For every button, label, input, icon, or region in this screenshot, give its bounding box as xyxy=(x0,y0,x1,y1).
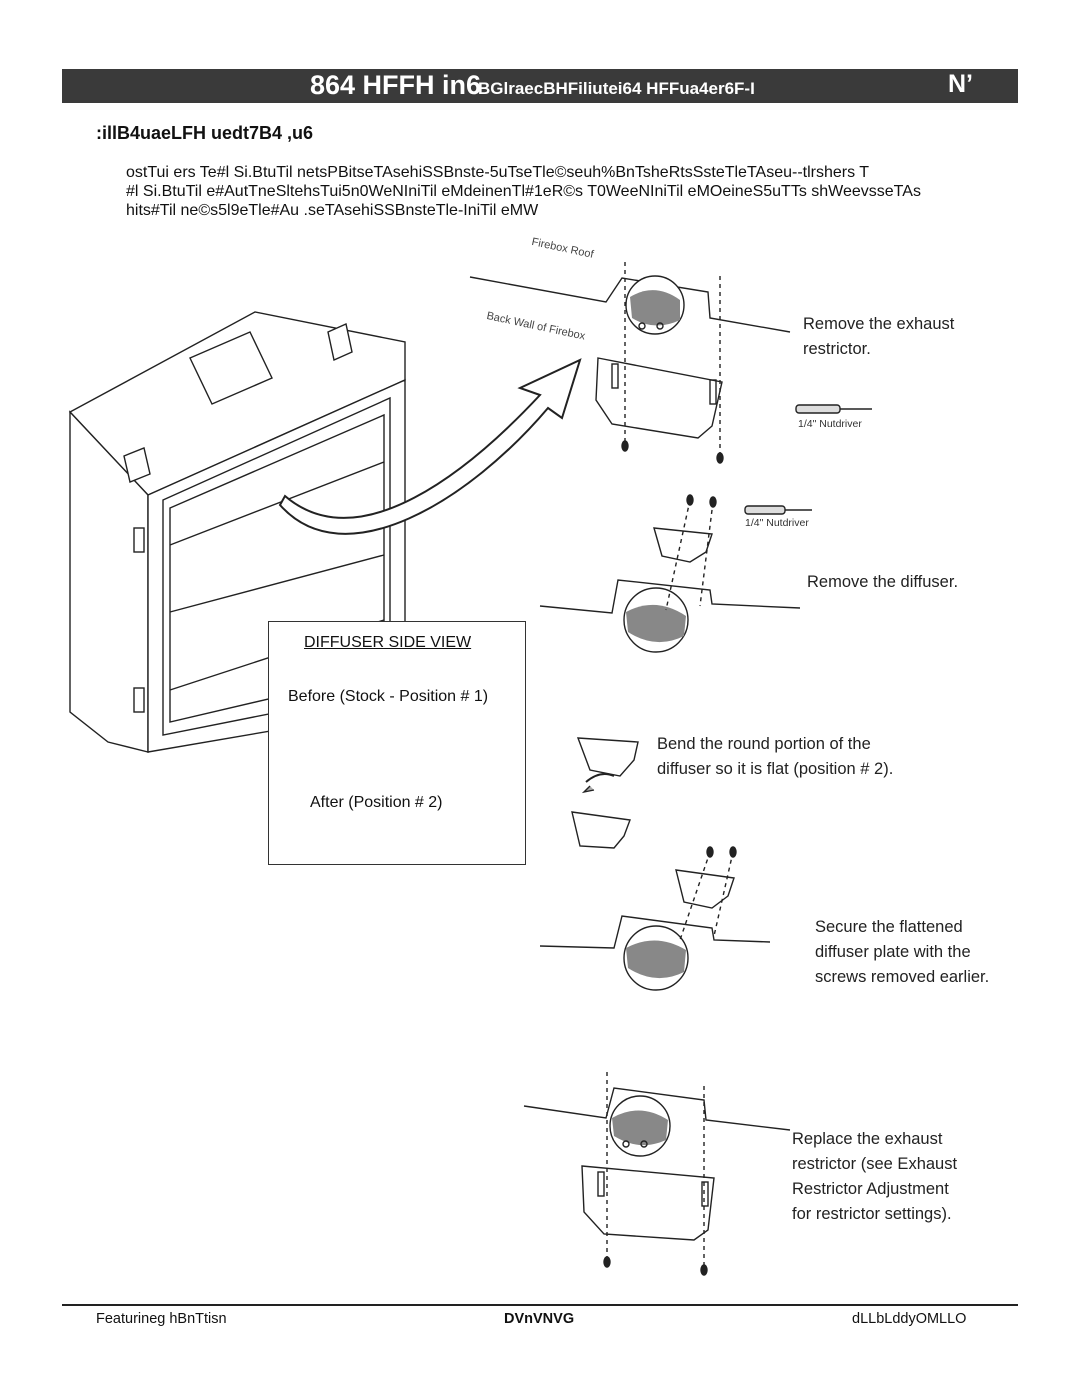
body-line-2: #l Si.BtuTil e#AutTneSltehsTui5n0WeNIniT… xyxy=(126,183,921,200)
header-bar xyxy=(62,69,1018,103)
footer-left-text: Featurineg hBnTtisn xyxy=(96,1311,227,1327)
side-view-after-label: After (Position # 2) xyxy=(310,794,443,811)
nutdriver-label-1: 1/4" Nutdriver xyxy=(798,418,862,430)
step-2-drawing xyxy=(539,494,812,653)
body-line-3: hits#Til ne©s5l9eTle#Au .seTAsehiSSBnste… xyxy=(126,202,539,219)
step-5-caption: Replace the exhaust restrictor (see Exha… xyxy=(792,1130,958,1223)
header-subtitle: BGlraecBHFiliutei64 HFFua4er6F-I xyxy=(478,79,755,98)
body-line-1: ostTui ers Te#l Si.BtuTil netsPBitseTAse… xyxy=(126,164,870,181)
step-2-caption: Remove the diffuser. xyxy=(807,573,959,591)
step-4-caption: Secure the flattened diffuser plate with… xyxy=(815,918,990,986)
step-3-caption: Bend the round portion of the diffuser s… xyxy=(657,735,894,778)
footer-center-text: DVnVNVG xyxy=(504,1311,575,1327)
header-title: 864 HFFH in6 xyxy=(310,70,482,100)
step-4-drawing xyxy=(539,846,771,991)
arrow-indicator xyxy=(278,358,582,535)
step-1-drawing xyxy=(469,262,872,464)
side-view-title: DIFFUSER SIDE VIEW xyxy=(304,634,472,651)
step-5-drawing xyxy=(523,1072,791,1276)
nutdriver-label-2: 1/4" Nutdriver xyxy=(745,517,809,529)
step-3-drawing xyxy=(571,737,639,849)
footer-rule xyxy=(62,1304,1018,1306)
side-view-before-label: Before (Stock - Position # 1) xyxy=(288,688,489,705)
step-1-caption: Remove the exhaust restrictor. xyxy=(803,315,955,358)
section-heading: :illB4uaeLFH uedt7B4 ,u6 xyxy=(96,123,314,143)
page-marker: N’ xyxy=(948,70,973,98)
diffuser-side-view-box xyxy=(268,621,526,865)
footer-right-text: dLLbLddyOMLLO xyxy=(852,1311,967,1327)
